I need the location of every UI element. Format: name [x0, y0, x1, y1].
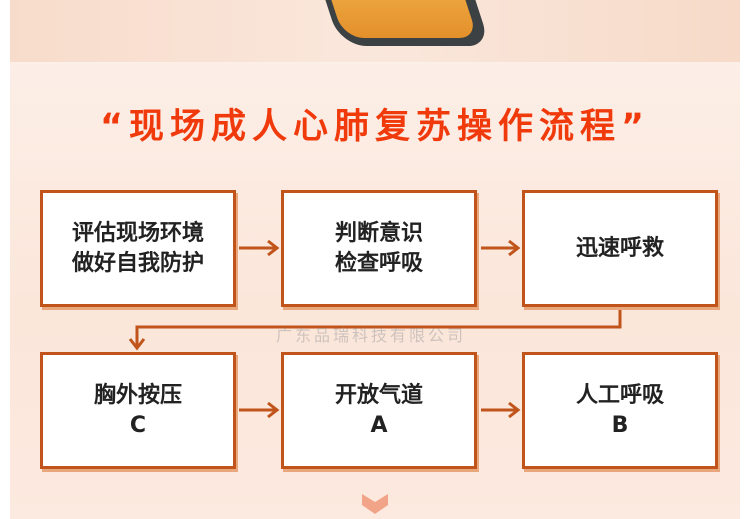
step-label: 胸外按压 [93, 382, 182, 408]
arrow-3-4 [128, 310, 622, 351]
step-label: 开放气道 [334, 382, 423, 408]
step-sublabel: B [611, 412, 629, 438]
chevron-down-icon [362, 494, 388, 514]
step-box-compressions: 胸外按压 C [40, 352, 236, 469]
step-sublabel: 检查呼吸 [334, 250, 423, 276]
watermark: 广东品瑞科技有限公司 [276, 326, 467, 345]
arrow-2-3 [481, 239, 521, 257]
step-sublabel: 做好自我防护 [71, 250, 204, 276]
step-box-assess: 评估现场环境 做好自我防护 [40, 190, 236, 307]
arrow-1-2 [239, 239, 280, 257]
step-box-breathing: 人工呼吸 B [522, 352, 718, 469]
product-banner [10, 0, 740, 62]
page-title: “现场成人心肺复苏操作流程” [99, 107, 650, 147]
step-sublabel: C [129, 412, 147, 438]
step-box-call: 迅速呼救 [522, 190, 718, 307]
step-label: 迅速呼救 [575, 235, 664, 261]
arrow-4-5 [239, 401, 280, 419]
step-label: 人工呼吸 [575, 382, 664, 408]
arrow-5-6 [481, 401, 521, 419]
step-sublabel: A [370, 412, 388, 438]
step-label: 评估现场环境 [71, 220, 204, 246]
step-box-check: 判断意识 检查呼吸 [281, 190, 477, 307]
step-box-airway: 开放气道 A [281, 352, 477, 469]
step-label: 判断意识 [334, 220, 423, 246]
